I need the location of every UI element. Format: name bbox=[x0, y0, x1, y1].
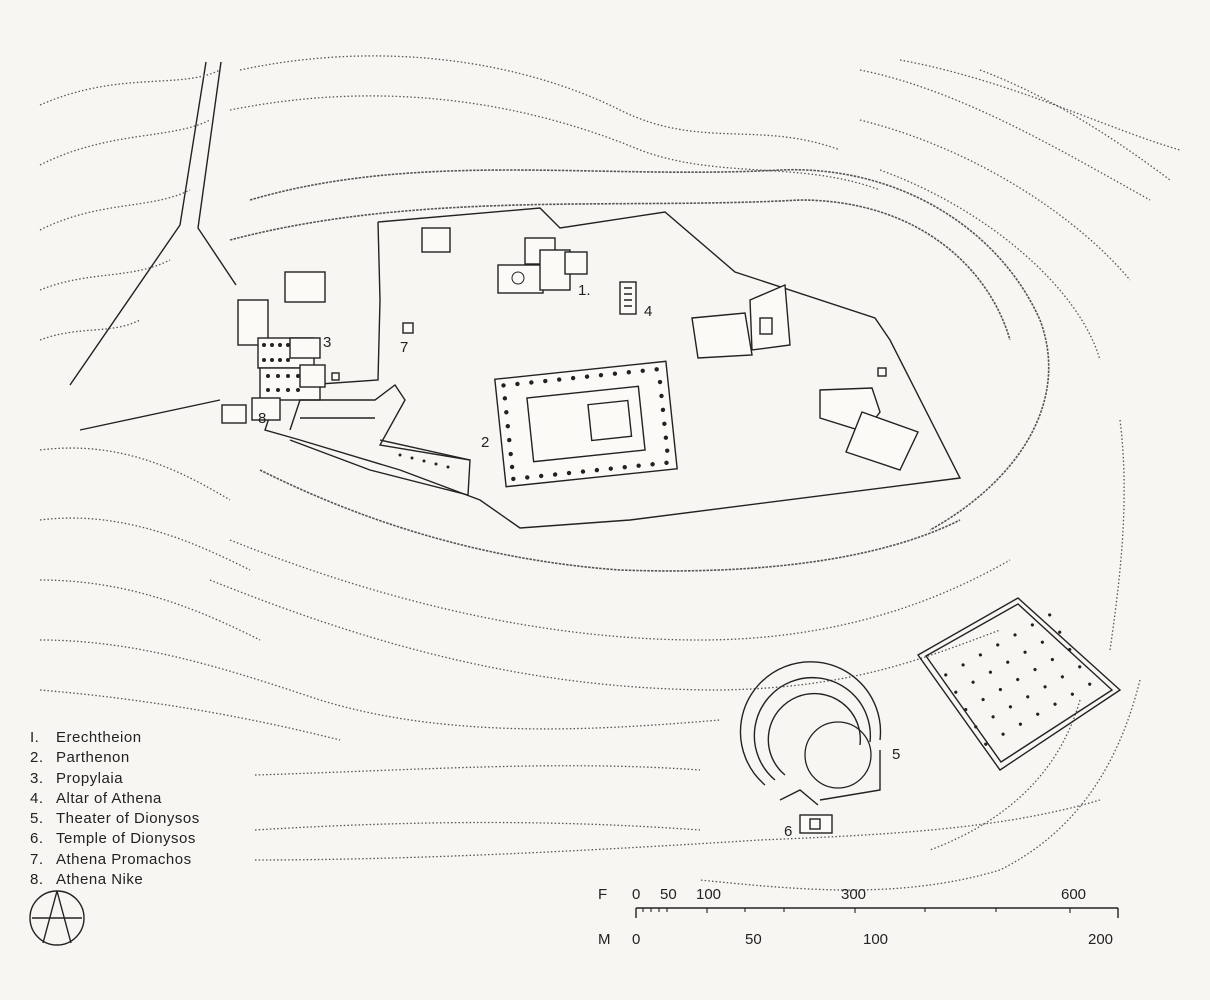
theater-of-dionysos-plan bbox=[739, 661, 882, 806]
scale-feet-tick-600: 600 bbox=[1061, 886, 1086, 903]
map-label-erechtheion: 1. bbox=[578, 282, 591, 299]
legend-number: 6. bbox=[30, 830, 44, 848]
odeion-plan bbox=[916, 597, 1122, 771]
parthenon-plan bbox=[494, 360, 678, 488]
map-label-nike: 8 bbox=[258, 410, 266, 427]
east-buildings bbox=[691, 283, 919, 471]
scale-meter-tick-0: 0 bbox=[632, 931, 640, 948]
legend-number: 8. bbox=[30, 871, 44, 889]
legend-label: Temple of Dionysos bbox=[56, 830, 196, 848]
legend-number: 2. bbox=[30, 749, 44, 767]
propylaia-plan bbox=[237, 271, 340, 421]
scale-bar: F M 0 50 100 300 600 0 50 100 200 bbox=[598, 886, 1119, 948]
legend-label: Athena Nike bbox=[56, 871, 144, 889]
legend-item: 5. Theater of Dionysos bbox=[30, 809, 200, 829]
north-building bbox=[421, 227, 451, 253]
scale-feet-tick-100: 100 bbox=[696, 886, 721, 903]
scale-feet-tick-300: 300 bbox=[841, 886, 866, 903]
legend-item: 7. Athena Promachos bbox=[30, 850, 200, 870]
legend-number: I. bbox=[30, 729, 40, 746]
scale-feet-tick-0: 0 bbox=[632, 886, 640, 903]
legend-number: 7. bbox=[30, 850, 44, 868]
erechtheion-plan bbox=[497, 237, 588, 294]
scale-meters-unit: M bbox=[598, 931, 611, 948]
southwest-buildings bbox=[289, 383, 471, 496]
legend-label: Propylaia bbox=[56, 769, 124, 787]
road-edges bbox=[69, 61, 237, 431]
legend-item: 2. Parthenon bbox=[30, 748, 200, 768]
scale-meter-tick-100: 100 bbox=[863, 931, 888, 948]
legend-label: Erechtheion bbox=[56, 729, 142, 746]
legend-number: 3. bbox=[30, 769, 44, 787]
legend-label: Altar of Athena bbox=[56, 789, 162, 807]
legend-item: 8. Athena Nike bbox=[30, 870, 200, 890]
contour-lines bbox=[39, 55, 1181, 891]
scale-feet-tick-50: 50 bbox=[660, 886, 677, 903]
north-arrow-icon bbox=[29, 890, 85, 946]
legend: I. Erechtheion 2. Parthenon 3. Propylaia 4.… bbox=[30, 728, 200, 890]
temple-of-dionysos-plan bbox=[799, 814, 833, 834]
map-label-theater: 5 bbox=[892, 746, 900, 763]
scale-meter-tick-50: 50 bbox=[745, 931, 762, 948]
map-label-temple-dionysos: 6 bbox=[784, 823, 792, 840]
map-label-parthenon: 2 bbox=[481, 434, 489, 451]
map-label-promachos: 7 bbox=[400, 339, 408, 356]
legend-label: Parthenon bbox=[56, 749, 130, 767]
legend-item: 6. Temple of Dionysos bbox=[30, 829, 200, 849]
legend-label: Athena Promachos bbox=[56, 850, 192, 868]
legend-number: 5. bbox=[30, 810, 44, 828]
athena-promachos-plan bbox=[402, 322, 414, 334]
altar-of-athena-plan bbox=[619, 281, 637, 315]
legend-number: 4. bbox=[30, 789, 44, 807]
athena-nike-plan bbox=[221, 404, 247, 424]
scale-feet-unit: F bbox=[598, 886, 607, 903]
legend-item: 4. Altar of Athena bbox=[30, 789, 200, 809]
legend-item: I. Erechtheion bbox=[30, 728, 200, 748]
map-label-altar: 4 bbox=[644, 303, 652, 320]
map-label-propylaia: 3 bbox=[323, 334, 331, 351]
legend-label: Theater of Dionysos bbox=[56, 810, 200, 828]
scale-meter-tick-200: 200 bbox=[1088, 931, 1113, 948]
legend-item: 3. Propylaia bbox=[30, 769, 200, 789]
